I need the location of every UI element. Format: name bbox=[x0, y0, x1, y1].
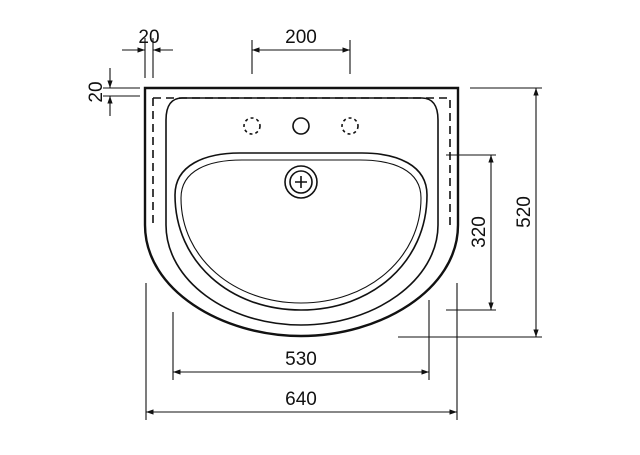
tap-hole-center bbox=[292, 117, 310, 135]
dimension-tap-spacing: 200 bbox=[251, 27, 351, 74]
basin-bowl-outer bbox=[174, 152, 428, 311]
drain-inner-ring bbox=[289, 170, 313, 194]
rim-label: 20 bbox=[86, 81, 107, 102]
tap-hole-left-dashed bbox=[243, 117, 261, 135]
drain-cross-icon bbox=[295, 176, 307, 188]
dimension-gap: 20 bbox=[122, 27, 173, 78]
dimension-rim: 20 bbox=[86, 68, 140, 116]
basin-body bbox=[143, 86, 460, 338]
total-width-label: 640 bbox=[285, 389, 317, 410]
dimension-inner-width: 530 bbox=[172, 300, 430, 380]
gap-label: 20 bbox=[138, 27, 159, 48]
basin-deck-inner bbox=[165, 97, 439, 326]
dimension-bowl-depth: 320 bbox=[446, 154, 496, 311]
drain bbox=[284, 165, 318, 199]
bowl-depth-label: 320 bbox=[469, 216, 490, 248]
basin-bowl-inner bbox=[180, 159, 422, 304]
total-depth-label: 520 bbox=[514, 196, 535, 228]
drain-outer-ring bbox=[284, 165, 318, 199]
dimension-total-width: 640 bbox=[145, 283, 458, 420]
tap-spacing-label: 200 bbox=[285, 27, 317, 48]
basin-outer-outline bbox=[143, 86, 460, 338]
inner-width-label: 530 bbox=[285, 349, 317, 370]
dimension-total-depth: 520 bbox=[398, 87, 542, 338]
tap-hole-right-dashed bbox=[341, 117, 359, 135]
